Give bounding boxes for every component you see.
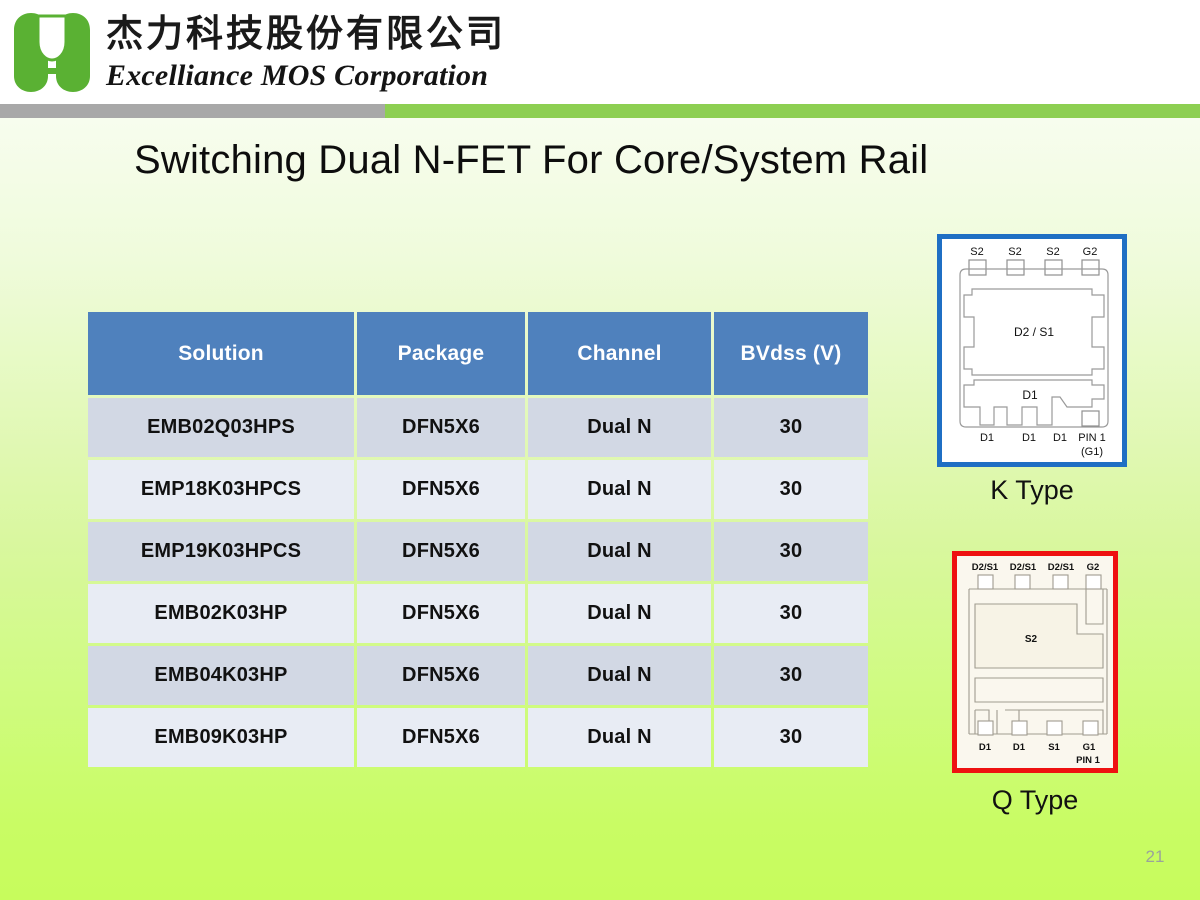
package-caption-k-type: K Type bbox=[990, 475, 1074, 505]
company-name-block: 杰力科技股份有限公司 Excelliance MOS Corporation bbox=[106, 10, 506, 95]
pin-label-top-3: G2 bbox=[1083, 246, 1098, 258]
cell-solution: EMP19K03HPCS bbox=[88, 522, 354, 581]
pad-label-s2: S2 bbox=[1025, 634, 1038, 645]
header-band: 杰力科技股份有限公司 Excelliance MOS Corporation bbox=[0, 0, 1200, 104]
product-spec-table: Solution Package Channel BVdss (V) EMB02… bbox=[85, 309, 871, 770]
pin-label-bottom-2: D1 bbox=[1053, 432, 1067, 444]
cell-package: DFN5X6 bbox=[357, 522, 525, 581]
pin-label-top-1: D2/S1 bbox=[1010, 562, 1037, 573]
divider-bar-gray bbox=[0, 104, 385, 118]
company-name-cn: 杰力科技股份有限公司 bbox=[106, 11, 506, 55]
pin-label-top-2: S2 bbox=[1046, 246, 1059, 258]
column-header-bvdss: BVdss (V) bbox=[714, 312, 868, 395]
pin-label-top-1: S2 bbox=[1008, 246, 1021, 258]
pin-label-bottom-sub: (G1) bbox=[1081, 446, 1103, 458]
table-row: EMB09K03HP DFN5X6 Dual N 30 bbox=[88, 708, 868, 767]
pin-label-top-3: G2 bbox=[1087, 562, 1100, 573]
package-diagram-q-type: D2/S1 D2/S1 D2/S1 G2 S2 bbox=[952, 551, 1118, 816]
cell-package: DFN5X6 bbox=[357, 646, 525, 705]
package-frame-q-type: D2/S1 D2/S1 D2/S1 G2 S2 bbox=[952, 551, 1118, 773]
cell-solution: EMB04K03HP bbox=[88, 646, 354, 705]
cell-channel: Dual N bbox=[528, 708, 711, 767]
package-caption-q-type: Q Type bbox=[991, 785, 1079, 815]
page-number: 21 bbox=[1145, 847, 1165, 866]
cell-solution: EMB09K03HP bbox=[88, 708, 354, 767]
cell-channel: Dual N bbox=[528, 646, 711, 705]
cell-channel: Dual N bbox=[528, 398, 711, 457]
divider-bar-green bbox=[385, 104, 1200, 118]
column-header-package: Package bbox=[357, 312, 525, 395]
pad-label-d2s1: D2 / S1 bbox=[1014, 325, 1054, 339]
table-row: EMP18K03HPCS DFN5X6 Dual N 30 bbox=[88, 460, 868, 519]
pin-label-bottom-1: D1 bbox=[1013, 742, 1026, 753]
cell-solution: EMB02Q03HPS bbox=[88, 398, 354, 457]
table-row: EMB02Q03HPS DFN5X6 Dual N 30 bbox=[88, 398, 868, 457]
cell-solution: EMB02K03HP bbox=[88, 584, 354, 643]
cell-bvdss: 30 bbox=[714, 584, 868, 643]
column-header-channel: Channel bbox=[528, 312, 711, 395]
pin-label-bottom-sub: PIN 1 bbox=[1076, 755, 1100, 766]
cell-channel: Dual N bbox=[528, 460, 711, 519]
cell-package: DFN5X6 bbox=[357, 584, 525, 643]
table-row: EMB04K03HP DFN5X6 Dual N 30 bbox=[88, 646, 868, 705]
pin-label-bottom-3: PIN 1 bbox=[1078, 432, 1106, 444]
table-row: EMB02K03HP DFN5X6 Dual N 30 bbox=[88, 584, 868, 643]
pad-label-d1: D1 bbox=[1022, 388, 1038, 402]
cell-bvdss: 30 bbox=[714, 646, 868, 705]
cell-package: DFN5X6 bbox=[357, 460, 525, 519]
pin-label-bottom-1: D1 bbox=[1022, 432, 1036, 444]
cell-bvdss: 30 bbox=[714, 460, 868, 519]
pin-label-bottom-0: D1 bbox=[980, 432, 994, 444]
cell-bvdss: 30 bbox=[714, 522, 868, 581]
package-frame-k-type: S2 S2 S2 G2 D2 / S1 D1 bbox=[937, 234, 1127, 467]
table-body: EMB02Q03HPS DFN5X6 Dual N 30 EMP18K03HPC… bbox=[88, 398, 868, 767]
cell-bvdss: 30 bbox=[714, 708, 868, 767]
cell-package: DFN5X6 bbox=[357, 398, 525, 457]
cell-bvdss: 30 bbox=[714, 398, 868, 457]
pin-label-top-0: D2/S1 bbox=[972, 562, 999, 573]
page-title: Switching Dual N-FET For Core/System Rai… bbox=[134, 138, 929, 182]
cell-package: DFN5X6 bbox=[357, 708, 525, 767]
pin-label-bottom-0: D1 bbox=[979, 742, 992, 753]
table-row: EMP19K03HPCS DFN5X6 Dual N 30 bbox=[88, 522, 868, 581]
cell-solution: EMP18K03HPCS bbox=[88, 460, 354, 519]
table-header-row: Solution Package Channel BVdss (V) bbox=[88, 312, 868, 395]
package-diagram-k-type: S2 S2 S2 G2 D2 / S1 D1 bbox=[937, 234, 1127, 506]
pin-label-bottom-3: G1 bbox=[1083, 742, 1096, 753]
table-header: Solution Package Channel BVdss (V) bbox=[88, 312, 868, 395]
package-pinout-k-type-icon: S2 S2 S2 G2 D2 / S1 D1 bbox=[959, 246, 1109, 458]
pin-label-top-2: D2/S1 bbox=[1048, 562, 1075, 573]
company-name-en: Excelliance MOS Corporation bbox=[106, 59, 489, 92]
pin-label-top-0: S2 bbox=[970, 246, 983, 258]
package-pinout-q-type-icon: D2/S1 D2/S1 D2/S1 G2 S2 bbox=[968, 562, 1108, 766]
cell-channel: Dual N bbox=[528, 522, 711, 581]
cell-channel: Dual N bbox=[528, 584, 711, 643]
pin-label-bottom-2: S1 bbox=[1048, 742, 1060, 753]
excelliance-m-logo-icon bbox=[8, 10, 96, 96]
column-header-solution: Solution bbox=[88, 312, 354, 395]
